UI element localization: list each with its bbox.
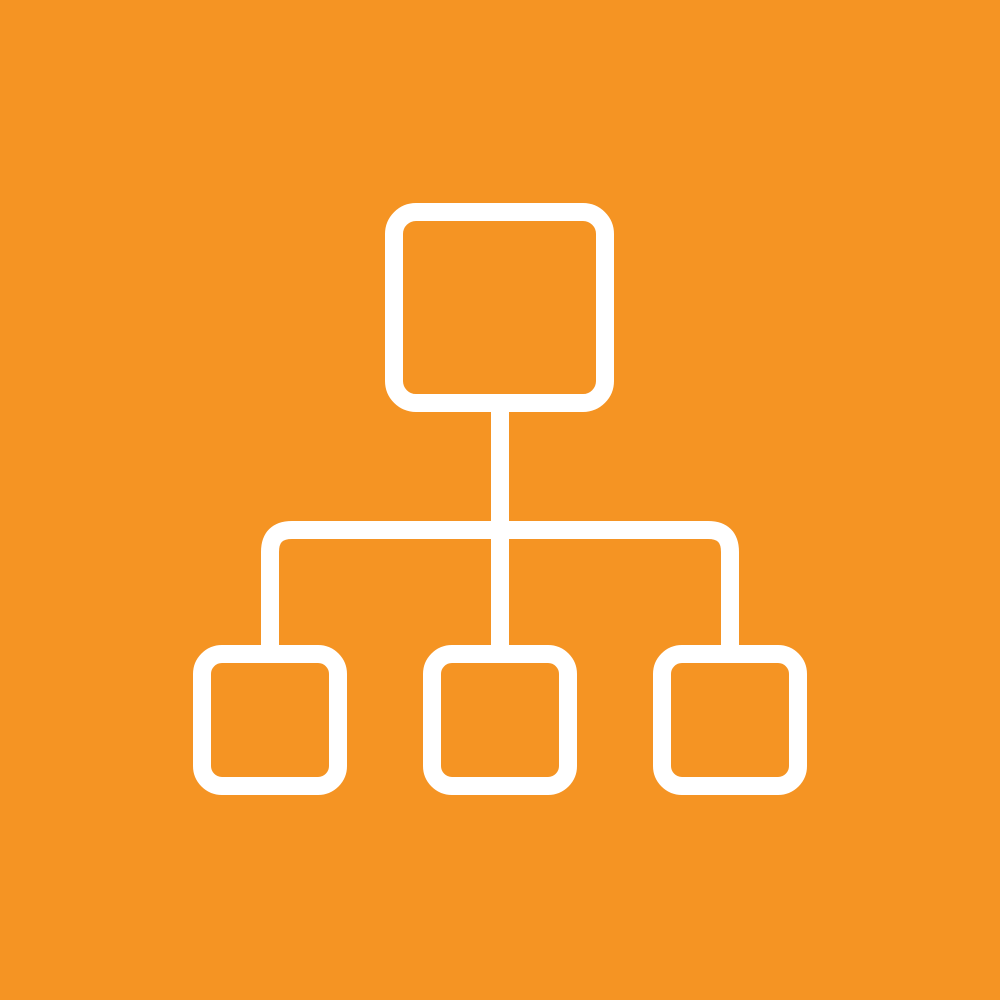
child-node-center (423, 645, 577, 795)
child-node-right (653, 645, 807, 795)
branch-connector (261, 521, 739, 663)
child-node-left (193, 645, 347, 795)
